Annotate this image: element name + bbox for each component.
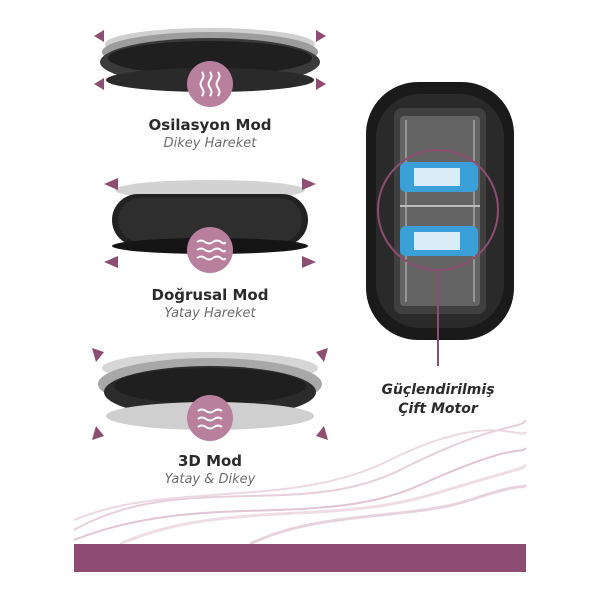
mode-badge — [186, 394, 234, 442]
mode-title: Osilasyon Mod — [148, 116, 272, 134]
arrow-right-icon — [302, 178, 316, 190]
wave-vertical-icon — [187, 61, 233, 107]
device-top-view — [366, 82, 514, 346]
mode-subtitle: Dikey Hareket — [163, 136, 257, 151]
mode-badge — [186, 226, 234, 274]
callout-line — [437, 346, 439, 366]
arrow-up-left-icon — [94, 30, 104, 42]
mode-subtitle: Yatay Hareket — [164, 306, 256, 321]
wave-horizontal-icon — [187, 227, 233, 273]
mode-title: Doğrusal Mod — [151, 286, 269, 304]
arrow-diagonal-icon — [316, 348, 328, 362]
motor-label-line1: Güçlendirilmiş — [381, 382, 495, 398]
arrow-left-icon — [104, 178, 118, 190]
arrow-down-left-icon — [94, 78, 104, 90]
wave-3d-icon — [187, 395, 233, 441]
arrow-diagonal-icon — [92, 348, 104, 362]
arrow-diagonal-icon — [92, 426, 104, 440]
mode-title: 3D Mod — [177, 452, 243, 470]
motor-label-line2: Çift Motor — [398, 401, 478, 417]
arrow-left-icon — [104, 256, 118, 268]
footer-band — [74, 544, 526, 572]
arrow-right-icon — [302, 256, 316, 268]
arrow-diagonal-icon — [316, 426, 328, 440]
arrow-down-right-icon — [316, 78, 326, 90]
mode-badge — [186, 60, 234, 108]
arrow-up-right-icon — [316, 30, 326, 42]
mode-subtitle: Yatay & Dikey — [164, 472, 256, 487]
device-linear — [104, 178, 316, 268]
